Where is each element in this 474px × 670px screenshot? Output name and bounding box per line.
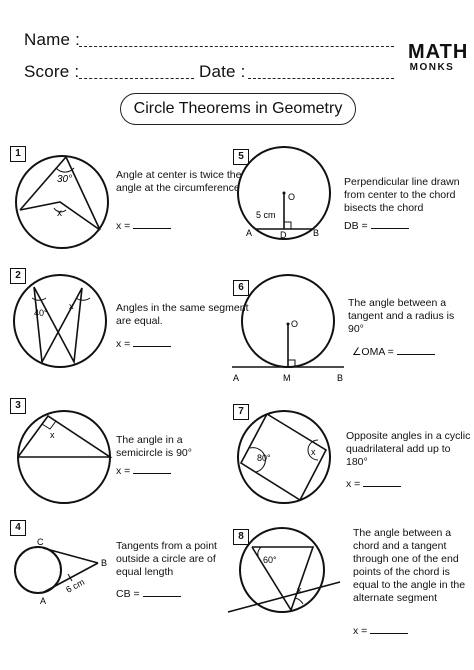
problem-5-labels: O 5 cm A D B — [246, 192, 319, 240]
problem-2-angle-label: 40° — [34, 308, 48, 318]
problem-8-diagram — [227, 527, 341, 613]
problem-3-answer-blank[interactable] — [133, 464, 172, 474]
problem-4-answer: CB = — [116, 587, 181, 601]
problem-4-a-label: A — [40, 596, 46, 606]
name-label: Name : — [24, 30, 80, 49]
problem-5-diagram — [237, 146, 331, 240]
problem-7-answer-blank[interactable] — [363, 477, 402, 487]
problem-1-answer-blank[interactable] — [133, 219, 172, 229]
problem-5-number: 5 — [233, 149, 249, 165]
problem-3-x-label: x — [50, 430, 55, 440]
problem-2-answer: x = — [116, 337, 172, 351]
problem-8-answer: x = — [353, 624, 409, 638]
problem-4-text: Tangents from a point outside a circle a… — [116, 540, 217, 578]
problem-3-labels: x — [50, 430, 55, 440]
problem-7-text: Opposite angles in a cyclic quadrilatera… — [346, 430, 471, 468]
logo-top-text: MATH — [408, 41, 469, 63]
problem-3-answer-label: x = — [116, 465, 131, 477]
problem-6-o-label: O — [291, 319, 298, 329]
problem-8-labels: 60° x — [263, 555, 302, 595]
problem-1-text: Angle at center is twice the angle at th… — [116, 169, 242, 194]
problem-4-answer-label: CB = — [116, 588, 140, 600]
problem-5-answer-blank[interactable] — [370, 219, 409, 229]
problem-2-text: Angles in the same segment are equal. — [116, 302, 249, 327]
problem-4-number: 4 — [10, 520, 26, 536]
problem-4-diagram — [14, 546, 99, 594]
problem-1-answer-label: x = — [116, 220, 131, 232]
name-blank[interactable] — [79, 46, 394, 47]
problem-6-text: The angle between a tangent and a radius… — [348, 297, 455, 335]
problem-6-a-label: A — [233, 373, 239, 383]
problem-7-answer: x = — [346, 477, 402, 491]
problem-7-answer-label: x = — [346, 478, 361, 490]
problem-4-b-label: B — [101, 558, 107, 568]
problem-6-m-label: M — [283, 373, 291, 383]
problem-1-number: 1 — [10, 146, 26, 162]
problem-8-number: 8 — [233, 529, 249, 545]
problem-6-number: 6 — [233, 280, 249, 296]
problem-5-d-label: D — [280, 230, 287, 240]
problem-2-answer-blank[interactable] — [133, 337, 172, 347]
problem-5-text: Perpendicular line drawn from center to … — [344, 176, 460, 214]
problem-6-answer-blank[interactable] — [396, 345, 435, 355]
date-blank[interactable] — [248, 78, 394, 79]
problem-1-answer: x = — [116, 219, 172, 233]
problem-3-number: 3 — [10, 398, 26, 414]
problem-1-x-label: x — [57, 208, 62, 219]
problem-7-angle-label: 80° — [257, 453, 271, 463]
problem-4-c-label: C — [37, 537, 44, 547]
problem-7-x-label: x — [311, 447, 316, 457]
math-monks-logo: MATH MONKS — [408, 41, 469, 74]
problem-2-diagram — [13, 274, 107, 368]
problem-3-diagram — [17, 410, 113, 504]
problem-6-answer: ∠OMA = — [352, 345, 435, 359]
problem-7-diagram — [237, 410, 331, 504]
problem-5-length-label: 5 cm — [256, 210, 276, 220]
problem-6-diagram — [232, 274, 344, 368]
problem-8-text: The angle between a chord and a tangent … — [353, 527, 466, 604]
problem-6-b-label: B — [337, 373, 343, 383]
problem-1-labels: 30° x — [57, 174, 72, 219]
problem-3-answer: x = — [116, 464, 172, 478]
problem-2-answer-label: x = — [116, 338, 131, 350]
score-blank[interactable] — [79, 78, 194, 79]
problem-2-labels: 40° x — [34, 301, 74, 318]
problem-8-answer-blank[interactable] — [370, 624, 409, 634]
problem-1-diagram — [15, 155, 109, 249]
worksheet-title: Circle Theorems in Geometry — [120, 93, 356, 125]
date-label: Date : — [199, 62, 246, 81]
problem-8-x-label: x — [297, 585, 302, 595]
problem-4-answer-blank[interactable] — [142, 587, 181, 597]
logo-bottom-text: MONKS — [409, 62, 455, 73]
problem-5-answer-label: DB = — [344, 220, 368, 232]
problem-2-number: 2 — [10, 268, 26, 284]
score-label: Score : — [24, 62, 80, 81]
problem-8-answer-label: x = — [353, 625, 368, 637]
problem-5-o-label: O — [288, 192, 295, 202]
problem-7-labels: 80° x — [257, 447, 316, 463]
problem-5-a-label: A — [246, 228, 252, 238]
problem-5-answer: DB = — [344, 219, 409, 233]
problem-3-text: The angle in a semicircle is 90° — [116, 434, 192, 459]
problem-6-labels: O A M B — [233, 319, 343, 383]
problem-6-answer-label: ∠OMA = — [352, 346, 394, 358]
problem-1-angle-label: 30° — [57, 174, 72, 185]
problem-8-angle-label: 60° — [263, 555, 277, 565]
problem-7-number: 7 — [233, 404, 249, 420]
problem-2-x-label: x — [69, 301, 74, 311]
problem-5-b-label: B — [313, 228, 319, 238]
